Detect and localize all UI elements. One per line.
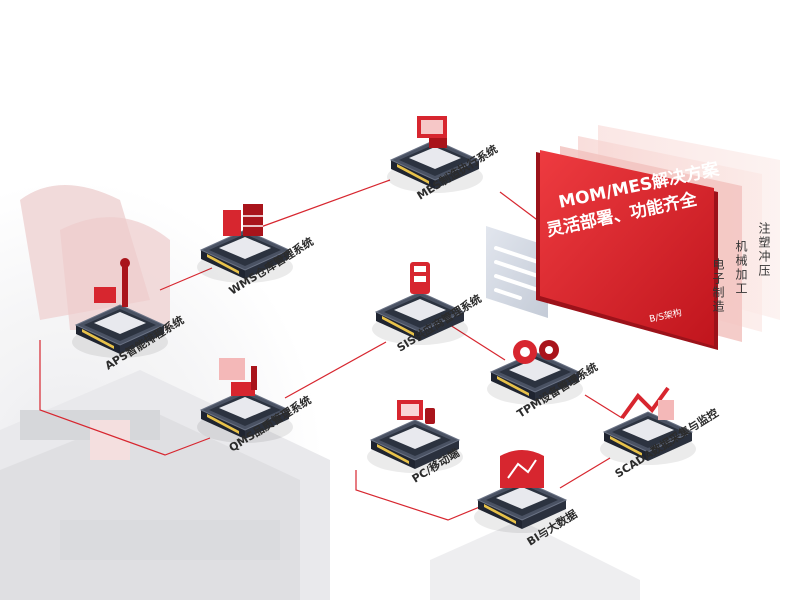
module-mes[interactable]: MES制造执行系统 (387, 116, 500, 203)
module-bi[interactable]: BI与大数据 (474, 450, 579, 549)
module-pc[interactable]: PC/移动端 (367, 400, 463, 486)
module-scada[interactable]: SCADA数据采集与监控 (600, 386, 721, 481)
connector-lines (39, 179, 623, 521)
module-sis[interactable]: SIS供应商管理系统 (372, 262, 484, 355)
quality-chart-icon (219, 358, 257, 396)
planner-board-icon (94, 258, 130, 307)
supplier-tablet-icon (410, 262, 430, 294)
bigdata-screen-icon (500, 450, 544, 488)
module-tpm[interactable]: TPM设备管理系统 (487, 340, 600, 421)
gears-icon (513, 340, 559, 364)
monitor-desk-icon (417, 116, 447, 148)
side-label-injection: 注塑冲压 (757, 221, 771, 278)
module-qms[interactable]: QMS品质管理系统 (197, 358, 314, 455)
warehouse-shelves-icon (223, 204, 263, 236)
pc-mobile-icon (397, 400, 435, 424)
scada-monitor-icon (620, 386, 674, 420)
background-machinery (0, 180, 640, 600)
side-label-machining: 机械加工 (734, 240, 748, 296)
side-label-electronics: 电子制造 (711, 258, 725, 314)
panel-stack (486, 125, 780, 350)
